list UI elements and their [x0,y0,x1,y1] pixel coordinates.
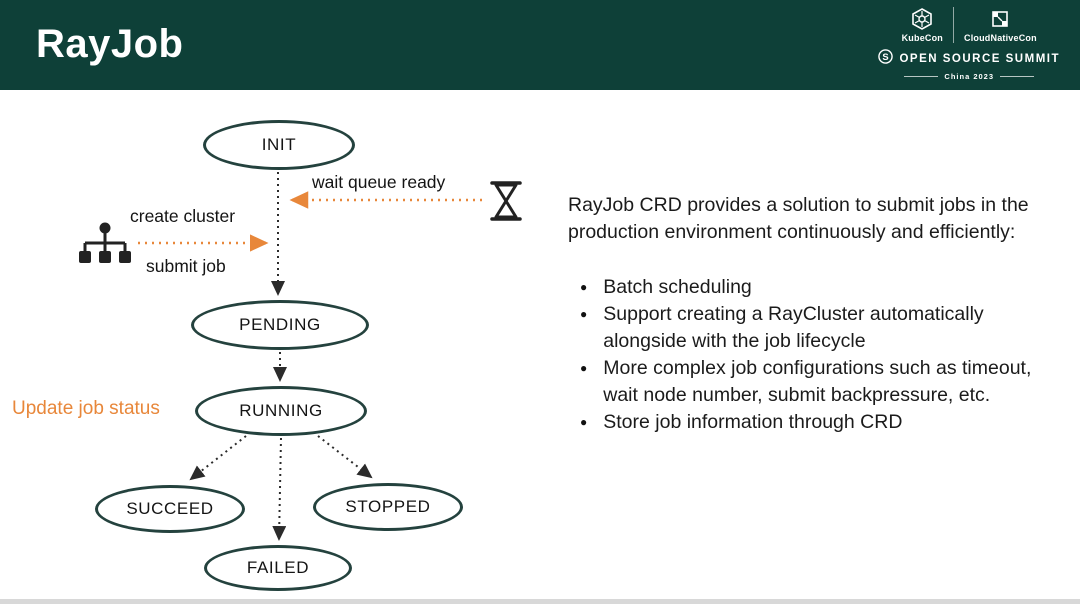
arrow-running-succeed [189,435,247,481]
summit-label: OPEN SOURCE SUMMIT [899,53,1060,65]
list-item-text: More complex job configurations such as … [603,357,1032,406]
intro-paragraph: RayJob CRD provides a solution to submit… [568,194,1029,243]
header-bar: RayJob [0,0,1080,90]
conference-brand: KubeCon CloudNativeCon [878,7,1060,81]
feature-list: ● Batch scheduling ● Support creating a … [568,274,1064,436]
state-label: SUCCEED [126,499,214,518]
bullet-icon: ● [580,280,588,294]
svg-text:S: S [883,52,889,62]
arrow-running-failed [272,437,287,541]
kubecon-label: KubeCon [901,33,944,43]
state-node-stopped: STOPPED [313,483,463,531]
arrow-running-stopped [317,435,373,479]
list-item-text: Batch scheduling [603,276,752,298]
list-item: ● Support creating a RayCluster automati… [580,301,1064,355]
create-cluster-label: create cluster [130,206,236,226]
list-item-text: Store job information through CRD [603,411,903,433]
state-label: STOPPED [345,497,431,516]
update-job-status-label: Update job status [12,398,160,419]
page-title: RayJob [36,22,184,66]
cloudnativecon-label: CloudNativeCon [964,33,1037,43]
state-node-succeed: SUCCEED [95,485,245,533]
bullet-icon: ● [580,361,588,375]
description-panel: RayJob CRD provides a solution to submit… [568,192,1064,436]
state-label: FAILED [246,558,310,577]
hourglass-icon [486,178,526,229]
location-label: China 2023 [944,72,995,81]
kubecon-logo-icon [911,7,933,31]
list-item: ● Store job information through CRD [580,409,1064,436]
list-item-text: Support creating a RayCluster automatica… [603,303,984,352]
state-node-failed: FAILED [204,545,352,591]
summit-location: China 2023 [904,72,1035,81]
cluster-icon [76,220,134,273]
state-node-init: INIT [203,120,355,170]
divider-line [1000,76,1035,77]
bottom-edge [0,599,1080,604]
cloudnativecon-brand: CloudNativeCon [953,7,1047,43]
state-label: PENDING [239,315,321,334]
state-label: INIT [261,135,297,154]
divider-line [904,76,939,77]
summit-brand: S OPEN SOURCE SUMMIT [878,49,1060,69]
summit-logo-icon: S [878,49,894,69]
bullet-icon: ● [580,415,588,429]
submit-job-label: submit job [146,256,226,276]
kubecon-brand: KubeCon [892,7,953,43]
state-node-running: RUNNING [195,386,367,436]
wait-queue-label: wait queue ready [312,172,446,192]
state-label: RUNNING [239,401,323,420]
cloudnativecon-logo-icon [989,7,1011,31]
bullet-icon: ● [580,307,588,321]
list-item: ● More complex job configurations such a… [580,355,1064,409]
state-node-pending: PENDING [191,300,369,350]
list-item: ● Batch scheduling [580,274,1064,301]
